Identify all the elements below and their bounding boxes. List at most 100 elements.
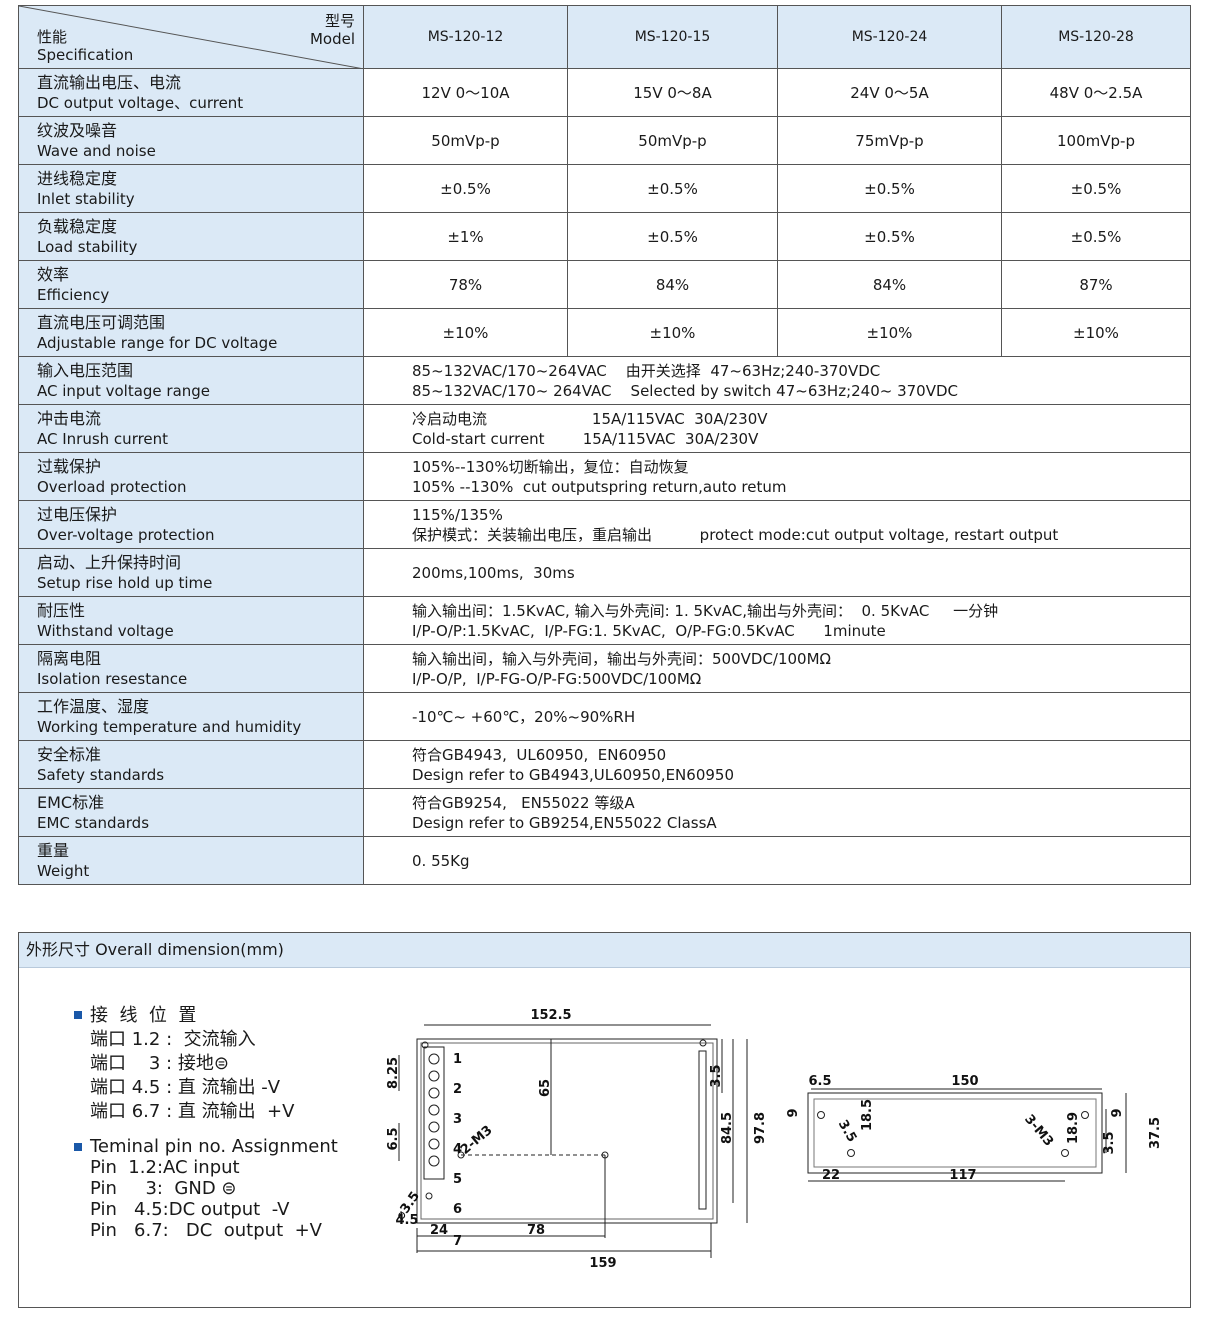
dim-label-8-25: 8.25	[386, 1057, 401, 1089]
spec-value-cell: ±0.5%	[1001, 164, 1191, 213]
dim-label-84-5: 84.5	[720, 1112, 735, 1144]
spec-name-zh: 隔离电阻	[37, 648, 102, 668]
model-header-2: MS-120-15	[567, 5, 778, 69]
terminal-legend-zh: 接 线 位 置 端口 1.2 : 交流输入 端口 3 : 接地⊜ 端口 4.5 …	[74, 1004, 294, 1124]
side-view	[807, 1088, 1127, 1182]
spec-value-line: 输入输出间，输入与外壳间，输出与外壳间：500VDC/100MΩ	[412, 649, 832, 668]
spec-name-zh: 工作温度、湿度	[37, 696, 150, 716]
model-header-1: MS-120-12	[363, 5, 568, 69]
dimension-drawing: 152.5 159 24 78 65 8.25 6.5 3.5 84.5 97.…	[386, 1008, 1163, 1271]
spec-value-line: 输入输出间：1.5KvAC, 输入与外壳间: 1. 5KvAC,输出与外壳间： …	[412, 601, 999, 620]
spec-value-line: Design refer to GB4943,UL60950,EN60950	[412, 765, 734, 784]
bullet-icon	[74, 1143, 82, 1151]
front-rail	[698, 1050, 707, 1210]
spec-value-line: Cold-start current 15A/115VAC 30A/230V	[412, 429, 759, 448]
legend-zh-line: 接 线 位 置	[90, 1005, 197, 1026]
spec-value-cell: ±0.5%	[567, 164, 778, 213]
spec-name-en: Adjustable range for DC voltage	[37, 333, 278, 352]
spec-value-cell: ±10%	[1001, 308, 1191, 357]
spec-value-line: I/P-O/P:1.5KvAC, I/P-FG:1. 5KvAC, O/P-FG…	[412, 621, 886, 640]
spec-value-cell: 87%	[1001, 260, 1191, 309]
spec-value-line: 0. 55Kg	[412, 851, 470, 870]
spec-name-en: Withstand voltage	[37, 621, 174, 640]
spec-name-zh: 冲击电流	[37, 408, 102, 428]
spec-value-cell: ±10%	[567, 308, 778, 357]
mount-hole	[425, 1192, 433, 1200]
legend-en-line: Pin 4.5:DC output -V	[90, 1199, 290, 1220]
spec-value-line: 115%/135%	[412, 505, 503, 524]
spec-name-zh: 进线稳定度	[37, 168, 118, 188]
legend-en-line: Teminal pin no. Assignment	[90, 1136, 338, 1157]
spec-name-en: AC input voltage range	[37, 381, 211, 400]
legend-zh-line: 端口 3 : 接地⊜	[90, 1053, 229, 1074]
corner-diagonal	[19, 6, 359, 68]
spec-table: 型号 Model 性能 Specification MS-120-12 MS-1…	[18, 5, 1191, 885]
spec-name-zh: 纹波及噪音	[37, 120, 118, 140]
spec-name-en: Isolation resestance	[37, 669, 188, 688]
spec-value-line: 85~132VAC/170~264VAC 由开关选择 47~63Hz;240-3…	[412, 361, 881, 380]
dim-label-3-5-right: 3.5	[1102, 1131, 1117, 1154]
spec-value-span-cell: 85~132VAC/170~264VAC 由开关选择 47~63Hz;240-3…	[363, 356, 1191, 405]
dim-label-18-9: 18.9	[1066, 1112, 1081, 1144]
spec-value-line: 符合GB9254, EN55022 等级A	[412, 793, 635, 812]
model-header-4: MS-120-28	[1001, 5, 1191, 69]
legend-en-line: Pin 6.7: DC output +V	[90, 1220, 322, 1241]
spec-value-line: 105%--130%切断输出，复位：自动恢复	[412, 457, 689, 476]
spec-value-cell: 100mVp-p	[1001, 116, 1191, 165]
spec-value-cell: ±0.5%	[567, 212, 778, 261]
spec-name-en: Load stability	[37, 237, 138, 256]
spec-value-cell: 24V 0～5A	[777, 68, 1002, 117]
dimension-panel: 外形尺寸 Overall dimension(mm) 接 线 位 置 端口 1.…	[18, 932, 1191, 1308]
spec-name-en: DC output voltage、current	[37, 93, 244, 112]
spec-value-cell: ±1%	[363, 212, 568, 261]
spec-name-en: Working temperature and humidity	[37, 717, 302, 736]
spec-name-zh: 过载保护	[37, 456, 102, 476]
spec-value-line: I/P-O/P, I/P-FG-O/P-FG:500VDC/100MΩ	[412, 669, 702, 688]
dim-label-65: 65	[538, 1079, 553, 1097]
spec-name-en: Safety standards	[37, 765, 165, 784]
mount-hole	[699, 1039, 707, 1047]
spec-label: 性能 Specification	[37, 28, 133, 64]
spec-value-cell: ±0.5%	[777, 164, 1002, 213]
spec-name-en: Weight	[37, 861, 90, 880]
model-header-3: MS-120-24	[777, 5, 1002, 69]
spec-name-en: Overload protection	[37, 477, 187, 496]
dim-label-37-5: 37.5	[1148, 1117, 1163, 1149]
dimension-title: 外形尺寸 Overall dimension(mm)	[26, 940, 284, 959]
dim-label-6-5: 6.5	[808, 1074, 831, 1089]
dim-label-9-right: 9	[1110, 1108, 1125, 1117]
spec-value-cell: ±10%	[363, 308, 568, 357]
spec-value-line: 符合GB4943, UL60950, EN60950	[412, 745, 667, 764]
spec-name-zh: 直流电压可调范围	[37, 312, 166, 332]
dim-label-6-5: 6.5	[386, 1127, 401, 1150]
spec-value-cell: 15V 0～8A	[567, 68, 778, 117]
spec-value-cell: 84%	[567, 260, 778, 309]
spec-name-en: Efficiency	[37, 285, 110, 304]
spec-name-en: EMC standards	[37, 813, 150, 832]
side-hole	[1081, 1111, 1089, 1119]
mount-hole	[421, 1041, 429, 1049]
spec-name-zh: 负载稳定度	[37, 216, 118, 236]
